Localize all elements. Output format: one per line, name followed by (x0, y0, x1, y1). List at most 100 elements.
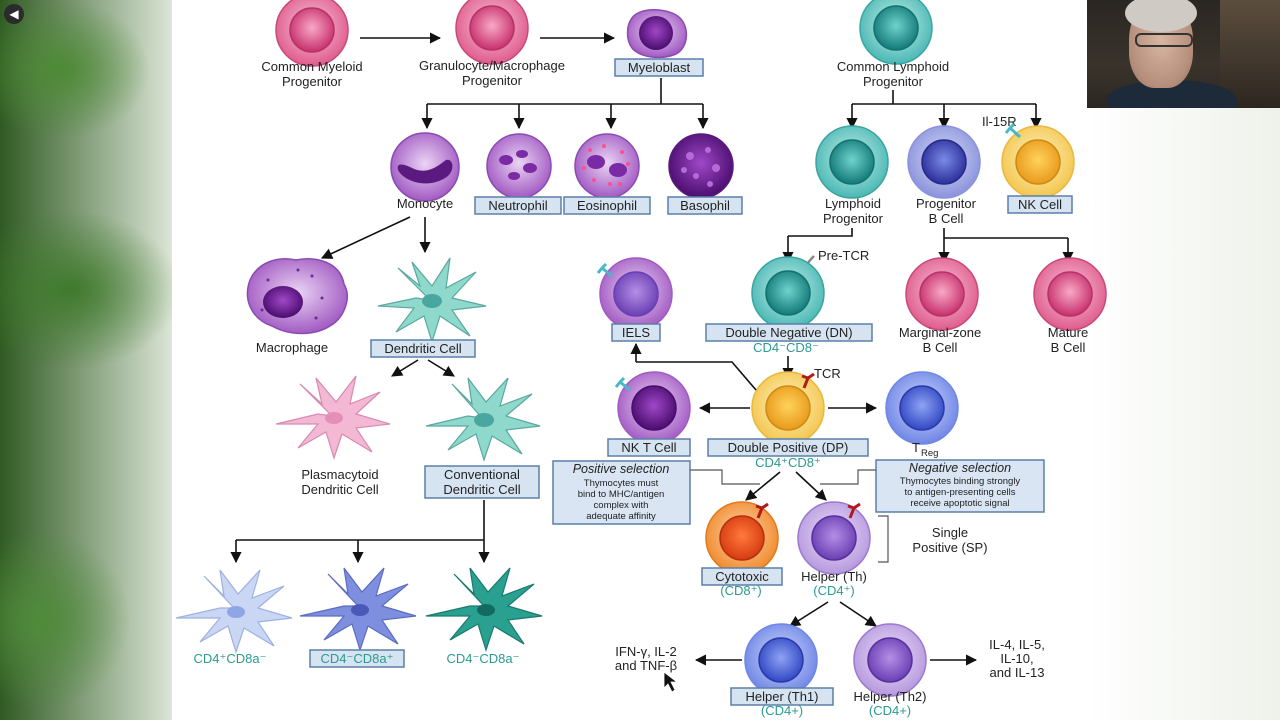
conventional-label-2: Dendritic Cell (443, 482, 520, 497)
th1-output-2: and TNF-β (615, 658, 677, 673)
dc-sub1-label: CD4⁺CD8a⁻ (194, 651, 267, 666)
negative-selection-pointer (820, 469, 876, 485)
webcam-person-glasses (1135, 33, 1193, 47)
positive-selection-pointer (690, 469, 760, 485)
arrow-to-conventional (427, 359, 455, 377)
mz-b-cell (905, 257, 979, 331)
single-positive-bracket (878, 515, 889, 563)
helper-marker: (CD4⁺) (813, 583, 855, 598)
positive-selection-box (552, 460, 691, 525)
webcam-video (1087, 0, 1280, 108)
slide-canvas (172, 0, 1087, 720)
iels-label-box (611, 323, 661, 342)
th2-output-1: IL-4, IL-5, (989, 637, 1045, 652)
nk-label: NK Cell (1018, 197, 1062, 212)
nk-cell (1001, 122, 1075, 199)
th2-marker: (CD4+) (869, 703, 911, 718)
negative-selection-text-3: receive apoptotic signal (910, 498, 1009, 509)
positive-selection-text-1: Thymocytes must (584, 478, 659, 489)
treg-sub-label: Reg (921, 448, 938, 459)
conventional-label-1: Conventional (444, 467, 520, 482)
back-arrow-icon[interactable]: ◀ (4, 4, 24, 24)
gmp-label-2: Progenitor (462, 73, 523, 88)
positive-selection-text-4: adequate affinity (586, 511, 656, 522)
macrophage-label: Macrophage (256, 340, 328, 355)
prog-b-cell (907, 125, 981, 199)
dc-sub3-label: CD4⁻CD8a⁻ (447, 651, 520, 666)
dp-to-iels-line (636, 361, 757, 391)
plasmacytoid-label-2: Dendritic Cell (301, 482, 378, 497)
lymphoid-prog-label-1: Lymphoid (825, 196, 881, 211)
plasmacytoid-label-1: Plasmacytoid (301, 467, 378, 482)
nkt-label: NK T Cell (621, 440, 676, 455)
dc-sub2-cell (299, 567, 417, 652)
lymphoid-prog-label-2: Progenitor (823, 211, 884, 226)
positive-selection-title: Positive selection (573, 462, 670, 476)
cmp-label-1: Common Myeloid (261, 59, 362, 74)
arrow-to-th1 (789, 601, 829, 627)
monocyte-label: Monocyte (397, 196, 453, 211)
iels-label: IELS (622, 325, 651, 340)
arrow-to-macrophage (320, 216, 411, 259)
plasmacytoid-dc-cell (275, 375, 391, 460)
dp-label: Double Positive (DP) (728, 440, 849, 455)
treg-label: T (912, 440, 920, 455)
myeloblast-split-line (427, 78, 703, 105)
prog-b-label-2: B Cell (929, 211, 964, 226)
helper-label: Helper (Th) (801, 569, 867, 584)
dp-label-box (707, 438, 869, 457)
clp-split-line (852, 90, 1036, 105)
gmp-label-1: Granulocyte/Macrophage (419, 58, 565, 73)
th1-label-box (730, 687, 834, 706)
clp-label-1: Common Lymphoid (837, 59, 949, 74)
dn-label: Double Negative (DN) (725, 325, 852, 340)
th2-output-2: IL-10, (1000, 651, 1033, 666)
cytotoxic-marker: (CD8⁺) (720, 583, 762, 598)
dendritic-label: Dendritic Cell (384, 341, 461, 356)
negative-selection-text-2: to antigen-presenting cells (905, 487, 1016, 498)
dc-sub2-label: CD4⁻CD8a⁺ (321, 651, 394, 666)
dn-label-box (705, 323, 873, 342)
th2-label: Helper (Th2) (854, 689, 927, 704)
arrow-to-helper (795, 471, 827, 501)
mature-b-cell (1033, 257, 1107, 331)
dp-cell (751, 371, 825, 445)
arrow-to-cytotoxic (745, 471, 781, 501)
myeloblast-label-box (614, 58, 704, 77)
clp-label-2: Progenitor (863, 74, 924, 89)
eosinophil-label-box (563, 196, 651, 215)
dp-marker: CD4⁺CD8⁺ (755, 455, 821, 470)
monocyte-cell (390, 132, 460, 202)
clp-cell (859, 0, 933, 65)
positive-selection-text-2: bind to MHC/antigen (578, 489, 665, 500)
mouse-cursor-icon (663, 671, 679, 693)
myeloblast-cell (626, 9, 688, 59)
negative-selection-title: Negative selection (909, 461, 1011, 475)
prog-b-label-1: Progenitor (916, 196, 977, 211)
iels-cell (596, 257, 673, 331)
gmp-cell (455, 0, 529, 65)
dc-sub3-cell (425, 567, 543, 652)
progb-split-line (943, 228, 1068, 239)
basophil-cell (668, 133, 734, 199)
nkt-cell (614, 371, 691, 445)
conventional-label-box (424, 465, 540, 499)
dendritic-label-box (370, 339, 476, 358)
dc-sub1-cell (175, 569, 293, 654)
eosinophil-cell (574, 133, 640, 199)
th2-output-3: and IL-13 (990, 665, 1045, 680)
nkt-label-box (607, 438, 691, 457)
single-positive-label-1: Single (932, 525, 968, 540)
neutrophil-cell (486, 133, 552, 199)
positive-selection-text-3: complex with (594, 500, 649, 511)
conventional-split-line (236, 500, 485, 541)
treg-cell (885, 371, 959, 445)
cytotoxic-cell (705, 501, 779, 575)
mz-b-label-2: B Cell (923, 340, 958, 355)
th1-label: Helper (Th1) (746, 689, 819, 704)
cmp-cell (275, 0, 349, 67)
lymphoid-prog-cell (815, 125, 889, 199)
neutrophil-label-box (474, 196, 562, 215)
cmp-label-2: Progenitor (282, 74, 343, 89)
myeloblast-label: Myeloblast (628, 60, 691, 75)
